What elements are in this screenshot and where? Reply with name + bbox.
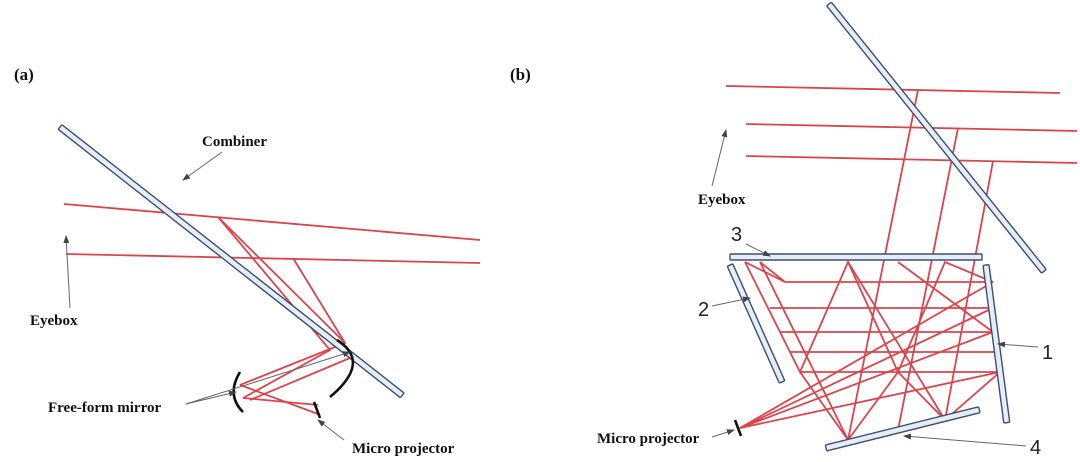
ray-b-down-3 <box>944 160 994 421</box>
plate-1 <box>982 264 1011 424</box>
free-form-mirror-arrow-2 <box>185 351 351 405</box>
ray-a-proj-1 <box>239 384 319 415</box>
plate-2 <box>726 263 786 384</box>
ray-b-diag-2 <box>897 261 994 333</box>
plate-3 <box>729 253 983 261</box>
free-form-mirror-right <box>329 338 355 398</box>
ray-b-zigzag-1 <box>744 259 994 375</box>
eyebox-label-b: Eyebox <box>698 192 746 208</box>
combiner-arrow <box>182 151 223 181</box>
ray-a-top <box>63 203 481 241</box>
arrow-1 <box>997 341 1039 348</box>
label-4: 4 <box>1030 437 1041 459</box>
arrow-3 <box>745 243 771 257</box>
ray-b-diag-1 <box>847 261 946 421</box>
micro-projector-a <box>312 401 322 419</box>
ray-b-proj-3 <box>739 371 1001 429</box>
combiner-plate <box>57 124 405 399</box>
ray-b-proj-4 <box>739 331 994 429</box>
ray-a-proj-2 <box>242 397 319 406</box>
label-3: 3 <box>731 224 742 246</box>
eyebox-arrow-a <box>63 235 71 309</box>
ray-b-down-2 <box>897 127 959 431</box>
ray-b-diag-3 <box>759 261 849 441</box>
arrow-4 <box>903 433 1027 447</box>
eyebox-arrow-b <box>711 129 728 187</box>
ray-b-2 <box>745 123 1078 132</box>
label-2: 2 <box>698 299 709 321</box>
panel-a: (a) Combiner Eyebox Free-form mirror Mic… <box>14 65 481 457</box>
micro-projector-arrow-a <box>317 419 345 441</box>
micro-projector-label-b: Micro projector <box>597 431 700 447</box>
ray-a-down-3 <box>217 216 332 399</box>
ray-b-3 <box>745 155 1078 164</box>
eyebox-label-a: Eyebox <box>30 313 78 329</box>
ray-b-proj-1 <box>739 281 994 429</box>
ray-b-proj-2 <box>739 307 994 429</box>
micro-projector-label-a: Micro projector <box>352 441 455 457</box>
ray-a-bottom <box>65 253 481 264</box>
free-form-mirror-arrow-1 <box>185 390 237 405</box>
ray-a-mirror-link <box>249 357 351 401</box>
panel-b-label: (b) <box>510 65 531 84</box>
ray-b-zigzag-lower <box>799 370 1001 442</box>
micro-projector-arrow-b <box>711 429 735 438</box>
free-form-mirror-label: Free-form mirror <box>48 400 161 416</box>
panel-a-label: (a) <box>14 65 34 84</box>
ray-a-down-2 <box>292 257 346 344</box>
panel-b: (b) <box>510 1 1078 459</box>
ray-b-down-1 <box>847 89 919 441</box>
plate-4 <box>824 406 981 452</box>
label-1: 1 <box>1042 342 1053 364</box>
arrow-2 <box>711 296 751 307</box>
micro-projector-b <box>733 419 743 437</box>
combiner-plate-b <box>826 1 1047 274</box>
combiner-label: Combiner <box>202 134 267 150</box>
ray-b-zigzag-3 <box>759 261 786 283</box>
